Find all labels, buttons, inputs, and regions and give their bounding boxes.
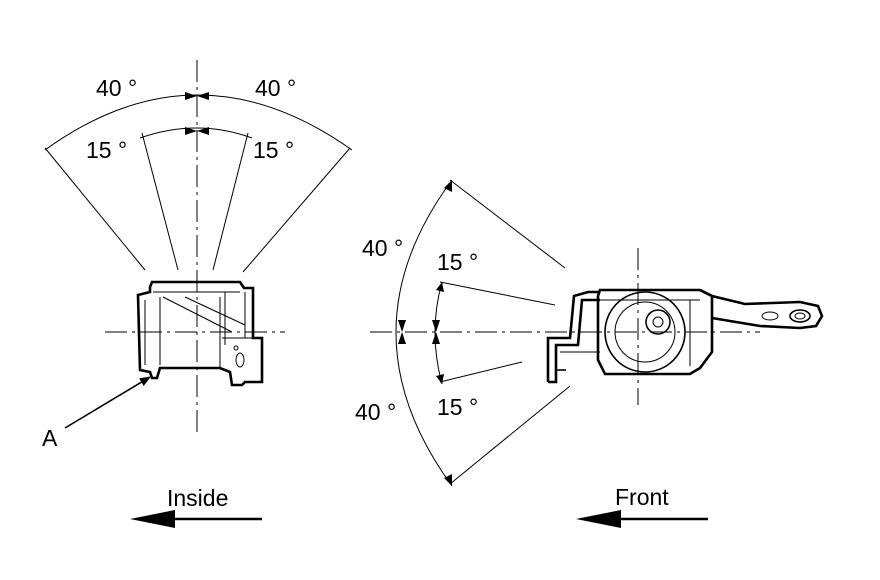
bracket-inner-outline — [548, 298, 600, 384]
left-angle-inner-label: 15 ° — [86, 137, 127, 163]
upper-inner-limit-line — [439, 281, 556, 306]
right-angle-inner-label: 15 ° — [253, 137, 294, 163]
inside-direction-arrowhead — [130, 510, 175, 528]
inner-arc-arrow-left — [185, 127, 197, 135]
housing-hub-center — [652, 316, 664, 328]
flange-outline — [699, 288, 824, 330]
vertical-inner-arc — [434, 281, 443, 385]
bottom-inner-arc-arrow — [436, 374, 444, 384]
right-angle-outer-label: 40 ° — [255, 75, 296, 101]
bracket-outline — [546, 290, 600, 382]
upper-outer-arc-arrow — [398, 320, 406, 332]
left-outer-limit-line — [44, 147, 146, 271]
right-outer-limit-line — [242, 147, 351, 273]
upper-outer-angle-label: 40 ° — [362, 235, 403, 261]
upper-inner-angle-label: 15 ° — [437, 249, 478, 275]
part-a-label: A — [42, 425, 58, 451]
housing-large-circle — [604, 291, 686, 373]
left-inner-limit-line — [141, 132, 179, 271]
sensor-outline — [136, 280, 264, 387]
inner-angle-arc — [139, 127, 253, 139]
housing-hub — [645, 309, 671, 335]
flange-hole-inner — [794, 312, 806, 320]
lower-inner-arc-arrow — [432, 332, 440, 344]
front-direction-arrowhead — [576, 510, 621, 528]
sensor-side-view — [136, 280, 264, 387]
inner-arc-arrow-right — [197, 127, 209, 135]
body-diagonal-1 — [162, 296, 233, 333]
lower-inner-angle-label: 15 ° — [437, 394, 478, 420]
left-angle-outer-label: 40 ° — [96, 75, 137, 101]
bracket-hole — [235, 352, 245, 368]
part-a-leader-arrow — [64, 376, 151, 429]
front-direction-label: Front — [615, 484, 669, 510]
outer-arc-arrow-left — [185, 92, 197, 100]
outer-arc-arrow-right — [197, 92, 209, 100]
housing-inner-circle — [614, 301, 676, 363]
right-view: 40 ° 15 ° 40 ° 15 ° Front — [355, 179, 824, 528]
sensor-front-view — [546, 288, 824, 384]
top-inner-arc-arrow — [436, 282, 444, 292]
body-diagonal-2 — [184, 296, 246, 326]
upper-outer-limit-line — [449, 179, 566, 269]
top-outer-arc-arrow — [444, 180, 452, 192]
vertical-outer-arc — [395, 179, 453, 487]
lower-outer-angle-label: 40 ° — [355, 399, 396, 425]
inside-direction-label: Inside — [167, 485, 228, 511]
lower-outer-arc-arrow — [398, 332, 406, 344]
flange-slot — [761, 311, 779, 321]
left-view: 40 ° 40 ° 15 ° 15 ° A Inside — [42, 60, 353, 528]
right-inner-limit-line — [212, 132, 249, 271]
outer-angle-arc — [44, 94, 353, 151]
upper-inner-arc-arrow — [432, 320, 440, 332]
bracket-rivet — [233, 345, 239, 351]
flange-hole — [789, 309, 811, 323]
lower-inner-limit-line — [439, 361, 523, 383]
lower-outer-limit-line — [449, 385, 571, 485]
bottom-outer-arc-arrow — [444, 474, 452, 486]
